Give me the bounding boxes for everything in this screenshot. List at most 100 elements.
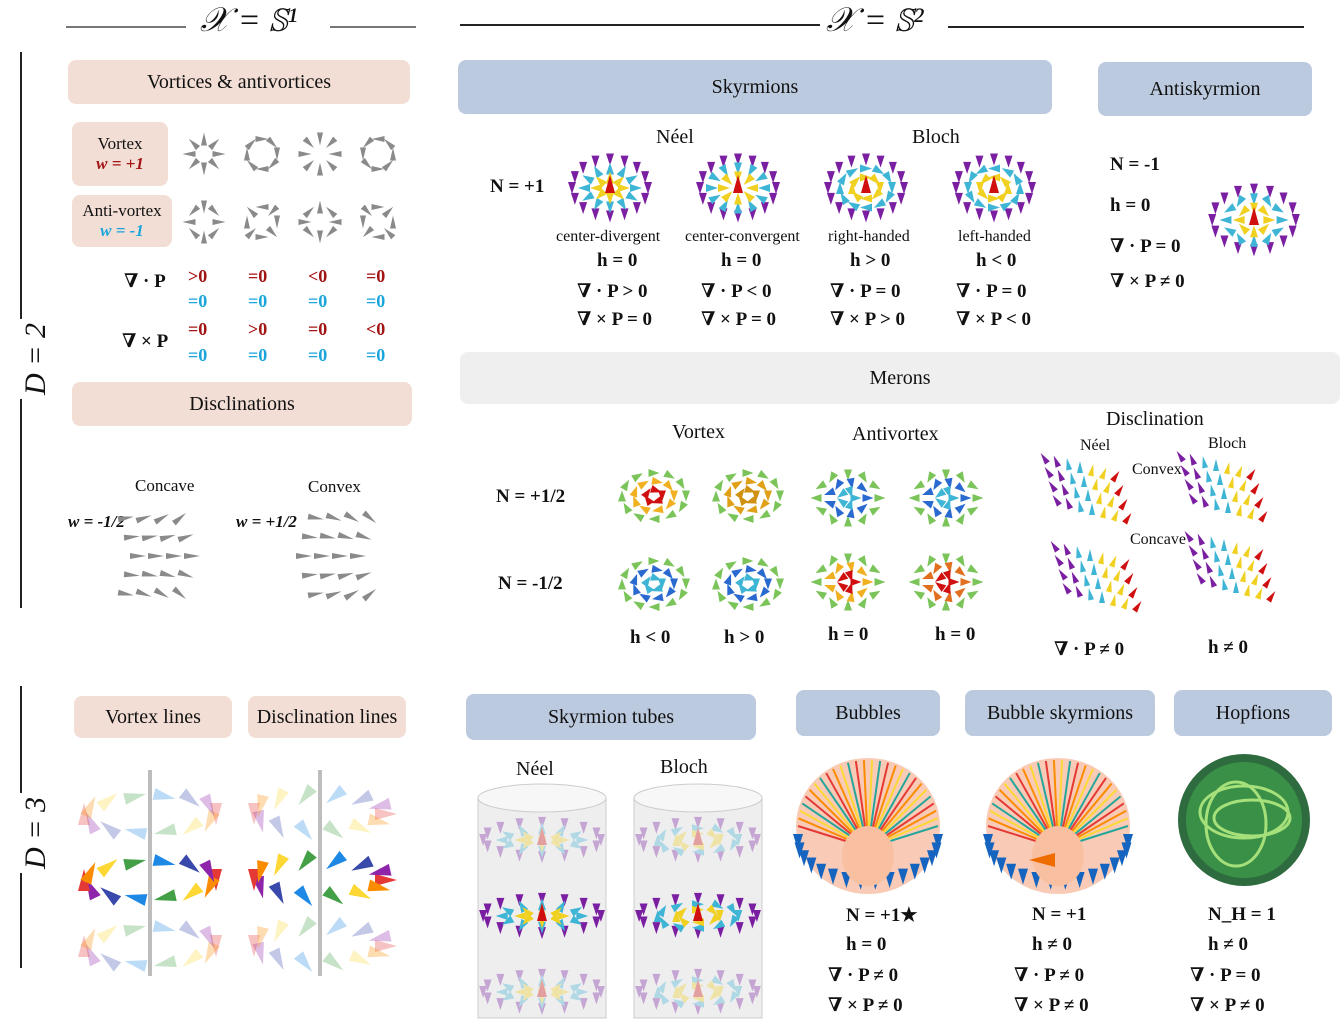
line-defect-arrow-icon [96,925,118,944]
vortex-w: w = +1 [96,154,144,173]
disclination-cone-icon [1110,509,1119,522]
meron-cone-icon [844,582,853,594]
skyrmion-cone-icon [976,182,984,194]
antivortex-w: w = -1 [100,221,144,240]
skyrmion-cone-icon [849,176,861,188]
skyrmion-cone-icon [840,192,850,205]
skyrmion-n: N = +1 [490,176,545,197]
line-defect-arrow-icon [293,885,313,907]
skyrmion-cone-icon [715,910,724,922]
skyrmion-cone-icon [569,983,583,993]
meron-cone-icon [764,490,772,502]
meron-cone-icon [742,515,754,524]
skyrmion-tube-icons [477,783,763,1019]
skyrmion-cone-icon [569,991,583,1001]
disclination-arrow-icon [296,553,312,559]
disclination-cone-icon [1188,493,1198,505]
skyrmion-cone-icon [555,976,566,990]
meron-cone-icon [829,555,839,567]
bubble-cone-icon [806,857,817,874]
skyrmion-cone-icon [716,849,725,862]
skyrmion-cone-icon [1224,203,1237,213]
div-vortex-value: <0 [308,266,328,286]
line-defect-arrow-icon [367,879,391,892]
skyrmion-cone-icon [999,201,1013,212]
skyrmion-cone-icon [862,210,870,223]
skyrmion-cone-icon [670,826,684,837]
skyrmion-cone-icon [964,182,972,194]
skyrmion-cone-icon [538,851,546,864]
meron-cone-icon [746,505,758,514]
skyrmion-cone-icon [1211,225,1220,238]
disclination-cone-icon [1061,483,1070,496]
skyrmion-cone-icon [1016,182,1024,194]
disclination-arrow-icon [141,570,158,577]
meron-cone-icon [665,586,676,598]
disclination-arrow-icon [319,573,336,580]
meron-cone-icon [856,503,868,514]
div-antivortex-value: =0 [366,291,386,311]
skyrmion-cone-icon [641,192,650,205]
disclination-lines-title: Disclination lines [256,705,398,728]
disc-neel: Néel [1080,437,1111,454]
vortex-arrow-icon [182,219,196,225]
vortex-arrow-icon [360,215,366,229]
meron-cone-icon [727,513,739,523]
disclination-cone-icon [1075,585,1084,598]
disclination-cone-icon [1225,553,1231,565]
disclination-cone-icon [1192,559,1202,571]
disclination-cone-icon [1124,573,1134,585]
line-defect-arrow-icon [368,929,392,942]
skyrmion-cone-icon [675,907,687,919]
line-defect-cone-icon [367,879,391,892]
skyrmion-cone-icon [1250,234,1258,247]
skyrmion-cone-icon [479,834,488,846]
vortex-arrow-icon [246,160,259,172]
skyrmion-cone-icon [576,836,589,844]
skyrmion-cone-icon [675,831,687,843]
skyrmion-h: h = 0 [721,250,762,271]
line-defect-cone-icon [367,945,391,958]
line-defect-cone-icon [182,948,204,967]
meron-cone-icon [756,567,767,579]
div-vortex-value: =0 [366,266,386,286]
skyrmion-cone-icon [718,199,728,213]
bubble-sk-cone-icon [1006,863,1017,880]
meron-cone-icon [725,561,737,571]
line-defect-cone-icon [85,811,101,835]
skyrmion-cone-icon [871,164,885,175]
skyrmion-cone-icon [635,986,644,998]
skyrmion-cone-icon [860,194,872,203]
meron-cone-icon [658,578,666,590]
disclination-cone-icon [1176,451,1186,463]
line-defect-arrow-icon [248,935,260,957]
disclination-cone-icon [1089,503,1095,515]
skyrmion-cone-icon [670,902,684,913]
line-defect-cone-icon [178,788,200,807]
skyrmion-cone-icon [735,846,744,859]
line-defect-cone-icon [248,935,260,957]
line-defect-arrow-icon [348,883,372,899]
disclination-cone-icon [1052,495,1062,507]
skyrmion-cone-icon [734,153,742,166]
skyrmion-cone-icon [557,988,570,996]
meron-cone-icon [913,506,926,516]
skyrmion-cone-icon [706,828,718,840]
skyrmion-cone-icon [1224,227,1237,237]
disclination-cone-icon [1091,563,1097,575]
disclination-cone-icon [1097,552,1104,565]
meron-cone-icon [650,485,662,493]
div-antivortex-value: =0 [188,291,208,311]
meron-cone-icon [927,471,937,483]
curl-label: ∇ × P [122,331,169,352]
skyrmion-cone-icon [550,837,562,849]
skyrmion-cone-icon [514,988,527,996]
d3-prop-value: ∇ × P ≠ 0 [828,995,903,1016]
meron-cone-icon [651,564,663,573]
disclination-arrow-icon [314,553,330,559]
disclination-arrow-icon [171,512,187,526]
skyrmion-cone-icon [709,913,721,925]
skyrmion-cone-icon [706,980,718,992]
disclination-arrow-icon [123,571,140,578]
skyrmion-cone-icon [652,846,661,859]
